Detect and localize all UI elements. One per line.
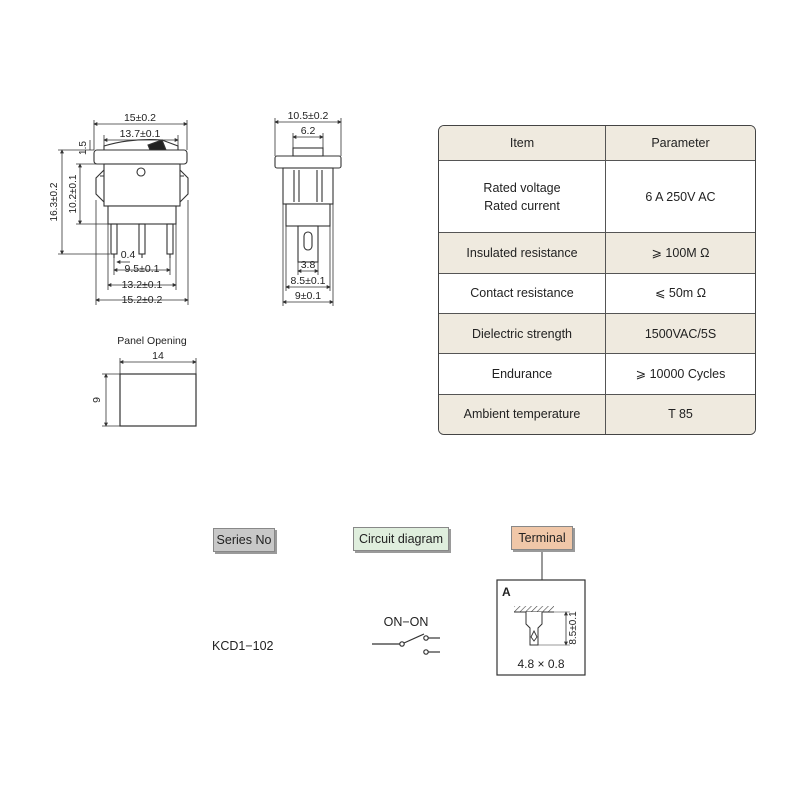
table-header-row: Item Parameter — [439, 126, 755, 161]
row-item: Insulated resistance — [439, 232, 606, 274]
panel-opening — [102, 358, 197, 427]
panel-opening-title: Panel Opening — [117, 335, 187, 347]
spec-table: Item Parameter Rated voltage Rated curre… — [438, 125, 756, 435]
table-row: Dielectric strength 1500VAC/5S — [439, 313, 755, 355]
row-parameter: ⩾ 100M Ω — [605, 232, 755, 274]
dim-body-base: 13.2±0.1 — [122, 279, 163, 291]
row-item: Endurance — [439, 353, 606, 395]
row-item: Rated voltage Rated current — [439, 160, 606, 234]
header-parameter: Parameter — [605, 126, 755, 161]
table-row: Insulated resistance ⩾ 100M Ω — [439, 232, 755, 274]
header-item: Item — [439, 126, 606, 161]
dim-base-total: 15.2±0.2 — [122, 294, 163, 306]
dim-width-outer: 15±0.2 — [124, 112, 156, 124]
dim-pin-width: 0.4 — [121, 249, 136, 261]
dim-height-body: 10.2±0.1 — [68, 174, 79, 213]
circuit-type: ON−ON — [384, 615, 429, 629]
terminal-type: A — [502, 585, 511, 599]
row-parameter: T 85 — [605, 394, 755, 434]
dim-top-inner: 6.2 — [301, 125, 316, 137]
series-no-label: Series No — [213, 528, 275, 552]
terminal-label: Terminal — [511, 526, 573, 550]
row-parameter: ⩽ 50m Ω — [605, 273, 755, 315]
series-number: KCD1−102 — [212, 639, 274, 653]
row-item: Ambient temperature — [439, 394, 606, 434]
table-row: Contact resistance ⩽ 50m Ω — [439, 273, 755, 315]
dim-width-inner: 13.7±0.1 — [120, 128, 161, 140]
circuit-symbol — [372, 633, 440, 655]
circuit-diagram-label: Circuit diagram — [353, 527, 449, 551]
terminal-height: 8.5±0.1 — [568, 611, 579, 645]
dim-top-outer: 10.5±0.2 — [288, 110, 329, 122]
dim-height-total: 16.3±0.2 — [49, 182, 60, 221]
side-view-dimensions — [274, 118, 342, 306]
row-item: Contact resistance — [439, 273, 606, 315]
dim-terminal: 3.8 — [301, 259, 316, 271]
table-row: Rated voltage Rated current 6 A 250V AC — [439, 160, 755, 234]
panel-width: 14 — [152, 350, 164, 362]
row-item: Dielectric strength — [439, 313, 606, 355]
row-parameter: 1500VAC/5S — [605, 313, 755, 355]
terminal-size: 4.8 × 0.8 — [517, 657, 564, 671]
row-parameter: ⩾ 10000 Cycles — [605, 353, 755, 395]
side-view — [274, 147, 342, 263]
dim-side-body: 8.5±0.1 — [291, 275, 326, 287]
row-parameter: 6 A 250V AC — [605, 160, 755, 234]
front-view-dimensions — [58, 120, 189, 305]
front-view — [93, 139, 189, 258]
terminal-drawing — [496, 550, 586, 676]
dim-side-base: 9±0.1 — [295, 290, 321, 302]
panel-height: 9 — [91, 397, 103, 403]
table-row: Endurance ⩾ 10000 Cycles — [439, 353, 755, 395]
table-row: Ambient temperature T 85 — [439, 394, 755, 434]
dim-rocker: 1.5 — [78, 141, 89, 155]
dim-pin-pitch: 9.5±0.1 — [125, 263, 160, 275]
